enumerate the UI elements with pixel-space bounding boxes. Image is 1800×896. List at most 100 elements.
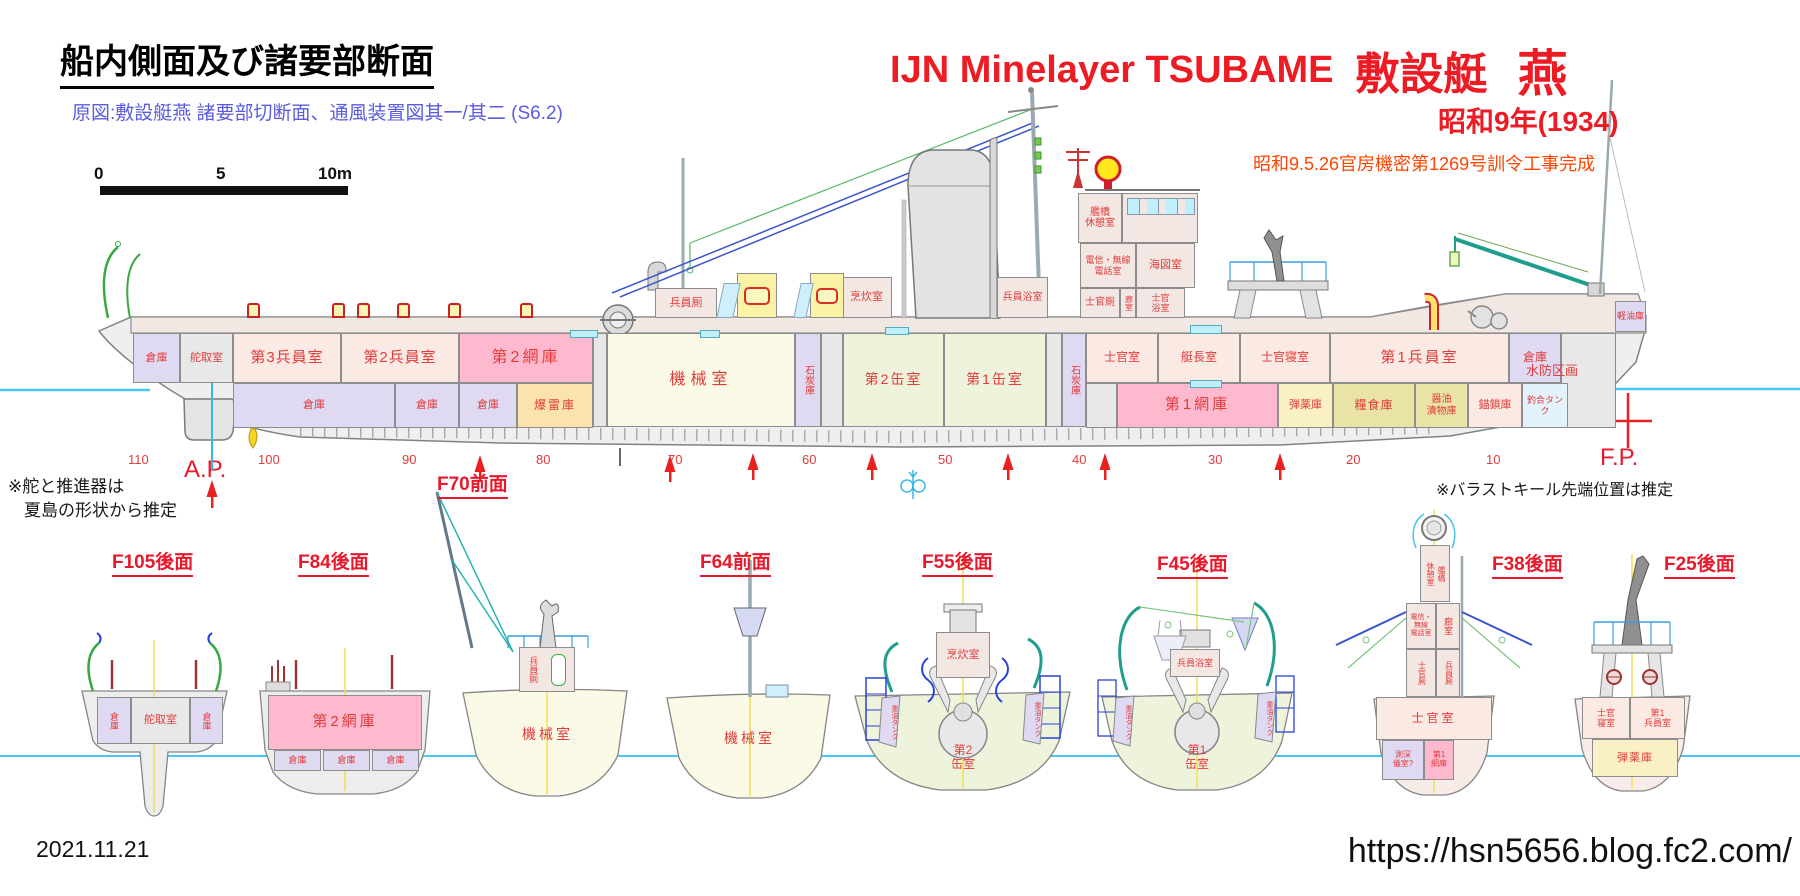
- section-title-f45: F45後面: [1157, 549, 1228, 579]
- frame-110: 110: [128, 452, 149, 467]
- gun-platform: [1227, 229, 1329, 319]
- frame-10: 10: [1486, 452, 1501, 467]
- room-crew2: 第2兵員室: [341, 333, 459, 383]
- goose-neck-vent: [1424, 292, 1439, 330]
- section-title-f64: F64前面: [700, 547, 771, 577]
- bridge-windows: [1122, 193, 1198, 243]
- room-coal-bunker-aft: 石炭庫: [795, 333, 821, 427]
- f38-crew-head: 兵員厠: [1436, 649, 1460, 697]
- scale-bar: [100, 186, 348, 195]
- window-strip: [1127, 198, 1195, 215]
- jackstaff: [1598, 79, 1646, 295]
- ship-title-en: IJN Minelayer TSUBAME: [890, 48, 1334, 91]
- section-title-f105: F105後面: [112, 547, 194, 577]
- completion-note: 昭和9.5.26官房機密第1269号訓令工事完成: [1253, 154, 1596, 174]
- fp-label: F.P.: [1600, 444, 1639, 471]
- house-officer-bath: 士官 浴室: [1136, 288, 1185, 318]
- f25-magazine: 弾薬庫: [1592, 739, 1678, 777]
- room-net2: 第2網庫: [459, 333, 593, 383]
- deck-vent: [448, 303, 461, 318]
- frame-arrows: [206, 453, 1286, 508]
- funnel: [901, 137, 1001, 319]
- hull-space: [1046, 333, 1062, 427]
- f38-bridge-label: 艦橋: [1436, 565, 1446, 582]
- f38-bridge-rest: 艦橋 休憩室: [1420, 545, 1450, 602]
- f25-officer-berth: 士官 寝室: [1582, 697, 1630, 739]
- section-title-f84: F84後面: [298, 547, 369, 577]
- cable-reel: [600, 304, 636, 336]
- f84-storage1: 倉庫: [274, 750, 321, 771]
- room-officer-berth: 士官寝室: [1240, 333, 1330, 383]
- f70-crew-head-tower: 兵員厠: [519, 647, 575, 692]
- anchor-windlass: [1467, 305, 1508, 330]
- rudder: [183, 398, 237, 441]
- section-title-f70: F70前面: [437, 469, 508, 499]
- gun-silhouette-f25: [1621, 555, 1650, 646]
- section-title-f55: F55後面: [922, 547, 993, 577]
- room-steering: 舵取室: [180, 333, 233, 383]
- searchlight: [1085, 155, 1200, 191]
- house-bridge-rest: 艦橋 休憩室: [1078, 193, 1122, 243]
- scale-label-5: 5: [216, 164, 226, 183]
- f38-rest-label: 休憩室: [1426, 561, 1435, 586]
- f45-oil-tank-port: 重油タンク: [1125, 704, 1132, 740]
- f55-boiler2-label: 第2 缶室: [950, 743, 975, 771]
- scale-label-0: 0: [94, 164, 104, 183]
- gun-silhouette: [1263, 229, 1285, 282]
- page-title: 船内側面及び諸要部断面: [60, 34, 434, 89]
- house-galley: 烹炊室: [841, 277, 892, 318]
- scale-label-10: 10m: [318, 164, 353, 183]
- stern-davit: [102, 241, 141, 319]
- house-passage: 廊室: [1120, 288, 1136, 318]
- f70-machinery-label: 機械室: [522, 726, 573, 742]
- f55-oil-tank-stbd: 重油タンク: [1034, 701, 1041, 737]
- house-radio-room: 電信・無線 電話室: [1080, 243, 1136, 288]
- room-chain-locker: 錨鎖庫: [1468, 383, 1522, 428]
- section-f45-hull: [1097, 558, 1295, 791]
- room-coal-bunker-fwd: 石炭庫: [1062, 333, 1086, 427]
- house-chart-room: 海図室: [1136, 243, 1195, 288]
- section-f64-hull: [666, 556, 831, 799]
- propeller-symbol: [900, 470, 926, 499]
- frame-40: 40: [1072, 452, 1087, 467]
- skylight: [885, 327, 909, 335]
- house-crew-bath: 兵員浴室: [997, 277, 1048, 318]
- f55-galley-house: 烹炊室: [936, 632, 990, 678]
- semaphore-mast: [1066, 148, 1090, 188]
- frame-30: 30: [1208, 452, 1223, 467]
- room-crew3: 第3兵員室: [233, 333, 341, 383]
- f38-net1: 第1 網庫: [1424, 740, 1454, 780]
- ship-type-jp: 敷設艇: [1355, 50, 1488, 99]
- frame-80: 80: [536, 452, 551, 467]
- blog-url-link[interactable]: https://hsn5656.blog.fc2.com/: [1347, 832, 1792, 870]
- room-soy-pickles: 醤油 漬物庫: [1415, 383, 1468, 428]
- skylight: [1190, 325, 1222, 334]
- f38-radio-room: 電信・ 無線 電話室: [1406, 603, 1436, 649]
- room-provisions: 糧食庫: [1333, 383, 1415, 428]
- bow-void-compartment: [1561, 333, 1616, 428]
- ship-title: IJN Minelayer TSUBAME 敷設艇 燕: [890, 34, 1567, 106]
- f38-wardroom: 士官室: [1376, 697, 1492, 740]
- note-ballast-keel: ※バラストキール先端位置は推定: [1436, 482, 1674, 499]
- f38-officer-head: 士官厠: [1406, 649, 1436, 697]
- room-machinery: 機械室: [607, 333, 795, 427]
- deck-vent: [247, 303, 260, 318]
- date-label: 2021.11.21: [36, 836, 150, 862]
- room-wardroom: 士官室: [1086, 333, 1158, 383]
- bow-crane: [1449, 232, 1605, 297]
- room-storage-low1: 倉庫: [233, 383, 395, 428]
- cowl-vent: [647, 261, 667, 291]
- f45-boiler1-label: 第1 缶室: [1184, 743, 1209, 771]
- ap-label: A.P.: [184, 456, 227, 483]
- funnel-casing-fwd: [810, 273, 844, 318]
- room-net1: 第1網庫: [1117, 383, 1278, 428]
- f45-crew-bath-house: 兵員浴室: [1170, 649, 1220, 677]
- room-boiler1: 第1缶室: [944, 333, 1046, 427]
- room-storage-bow: 倉庫: [1509, 333, 1561, 383]
- source-note: 原図:敷設艇燕 諸要部切断面、通風装置図其一/其二 (S6.2): [72, 103, 563, 124]
- f25-crew1: 第1 兵員室: [1630, 697, 1685, 739]
- section-f70-hull: [435, 491, 628, 797]
- room-storage-low2: 倉庫: [395, 383, 459, 428]
- note-rudder-line1: ※舵と推進器は: [8, 477, 125, 496]
